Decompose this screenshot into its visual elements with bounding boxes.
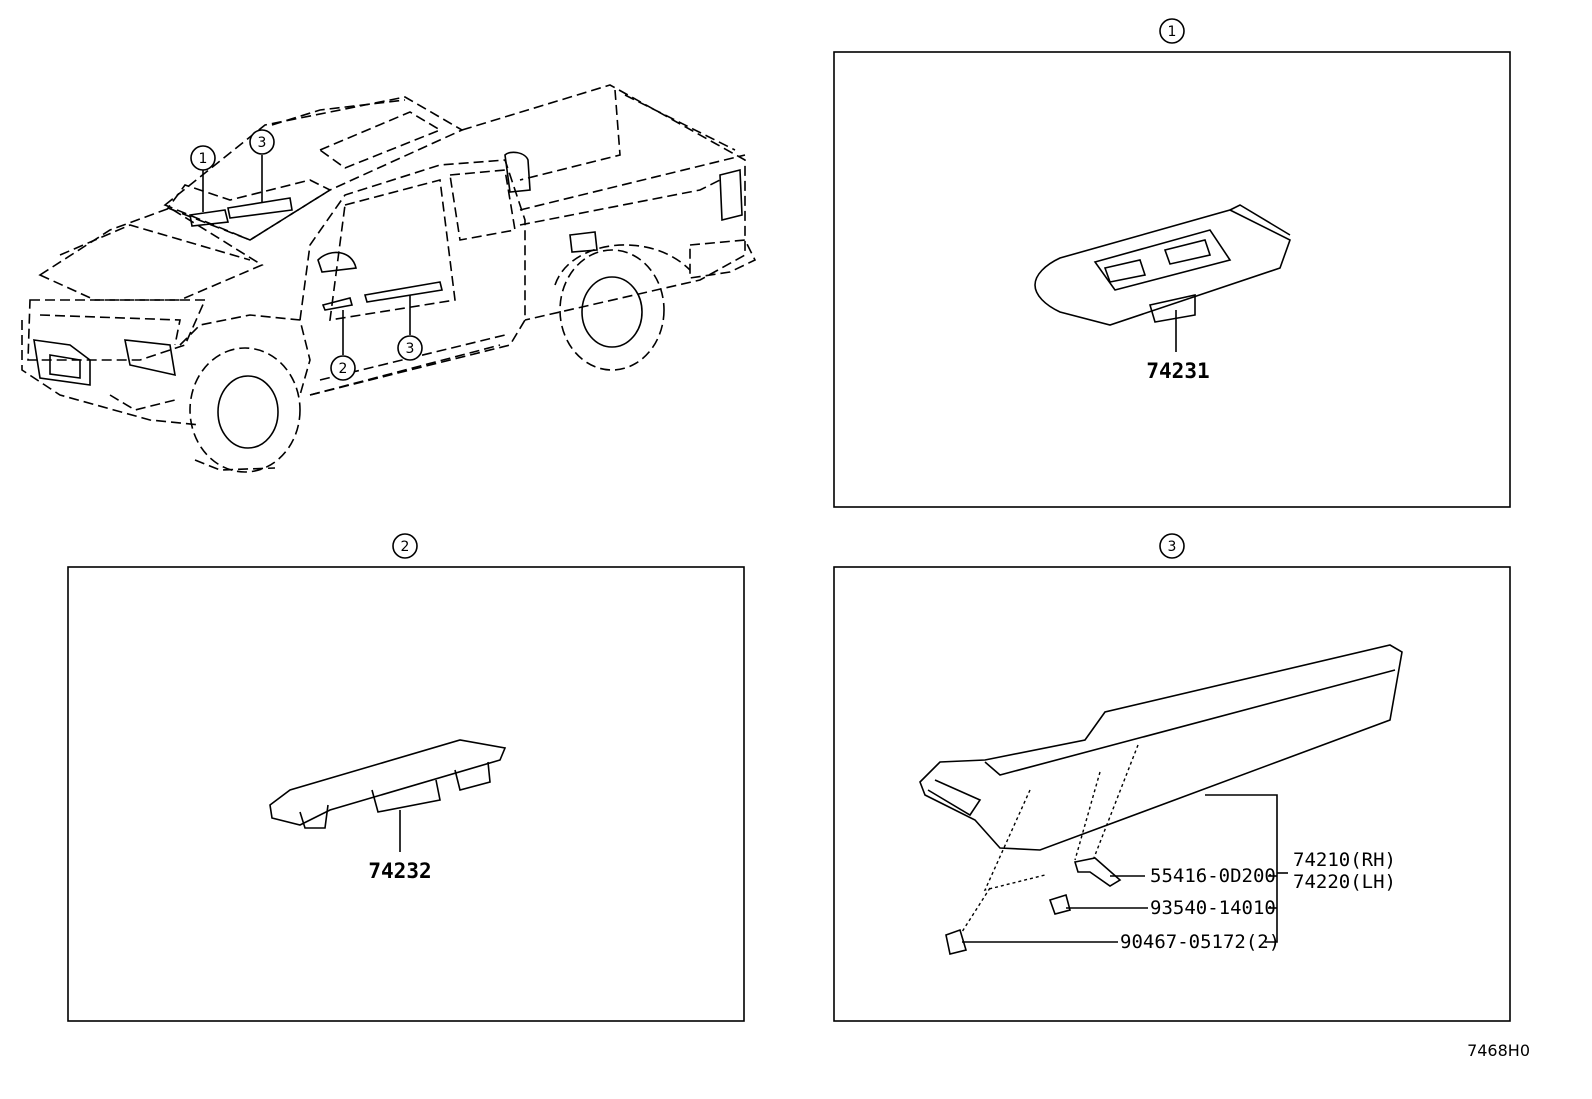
part-number-93540: 93540-14010 [1150, 897, 1276, 919]
part-number-74232: 74232 [368, 859, 431, 883]
part-number-74231: 74231 [1146, 359, 1209, 383]
callout-label: 2 [339, 361, 348, 377]
part-number-55416: 55416-0D200 [1150, 865, 1276, 887]
callout-label: 3 [406, 341, 415, 357]
panel-3: 3 74210(RH) 74220(LH) 55416-0D200 93540-… [833, 533, 1511, 1022]
part-number-74220-lh: 74220(LH) [1293, 871, 1396, 893]
callout-label: 3 [258, 135, 267, 151]
diagram-code: 7468H0 [1467, 1041, 1530, 1060]
vehicle-overview: 1 3 2 3 [21, 84, 757, 473]
callout-2-door: 2 [330, 355, 356, 381]
callout-3-top: 3 [249, 129, 275, 155]
panel-marker: 1 [1168, 24, 1177, 40]
callout-label: 1 [199, 151, 208, 167]
panel-1: 1 74231 [833, 18, 1511, 508]
callout-1-top: 1 [190, 145, 216, 171]
panel-marker: 2 [401, 539, 410, 555]
part-number-74210-rh: 74210(RH) [1293, 849, 1396, 871]
callout-3-door: 3 [397, 335, 423, 361]
panel-marker: 3 [1168, 539, 1177, 555]
part-number-90467: 90467-05172(2) [1120, 931, 1280, 953]
panel-2: 2 74232 [67, 533, 745, 1022]
